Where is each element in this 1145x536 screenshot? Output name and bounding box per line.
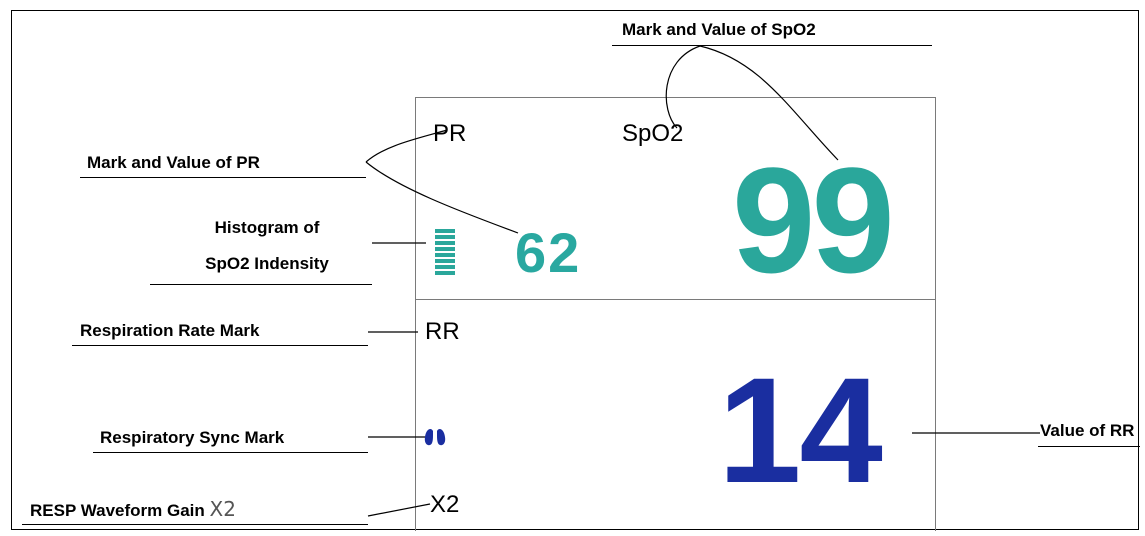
panel-divider <box>415 299 936 300</box>
callout-resp-sync-underline <box>93 452 368 453</box>
lungs-icon <box>424 423 446 446</box>
callout-resp-gain-underline <box>22 524 368 525</box>
callout-spo2-underline <box>612 45 932 46</box>
callout-histogram-line1: Histogram of <box>214 218 320 237</box>
diagram-frame <box>11 10 1139 530</box>
spo2-value: 99 <box>732 136 895 304</box>
leader-resp-gain <box>367 503 431 517</box>
callout-resp-gain-x: X2 <box>209 497 236 521</box>
pr-mark: PR <box>433 120 467 147</box>
leader-pr-value <box>365 161 519 234</box>
callout-value-rr: Value of RR <box>1040 421 1135 440</box>
monitor-panel <box>415 97 936 531</box>
leader-pr-mark <box>365 129 448 163</box>
callout-histogram-underline <box>150 284 372 285</box>
pr-value: 62 <box>515 221 582 284</box>
leader-spo2-value <box>699 45 839 161</box>
resp-gain: X2 <box>430 491 460 518</box>
callout-rr-mark: Respiration Rate Mark <box>80 321 260 340</box>
spo2-histogram <box>435 229 455 277</box>
callout-pr: Mark and Value of PR <box>87 153 260 172</box>
callout-resp-gain-text: RESP Waveform Gain <box>30 501 205 520</box>
spo2-mark: SpO2 <box>622 120 684 147</box>
callout-resp-sync: Respiratory Sync Mark <box>100 428 285 447</box>
rr-value: 14 <box>718 346 883 514</box>
callout-pr-underline <box>80 177 366 178</box>
callout-spo2: Mark and Value of SpO2 <box>622 20 816 39</box>
callout-histogram-line2: SpO2 Indensity <box>205 254 329 273</box>
callout-resp-gain: RESP Waveform Gain X2 <box>30 499 236 521</box>
callout-rr-mark-underline <box>72 345 368 346</box>
rr-mark: RR <box>425 318 460 345</box>
leader-spo2-mark <box>665 45 701 129</box>
callout-value-rr-underline <box>1038 446 1140 447</box>
